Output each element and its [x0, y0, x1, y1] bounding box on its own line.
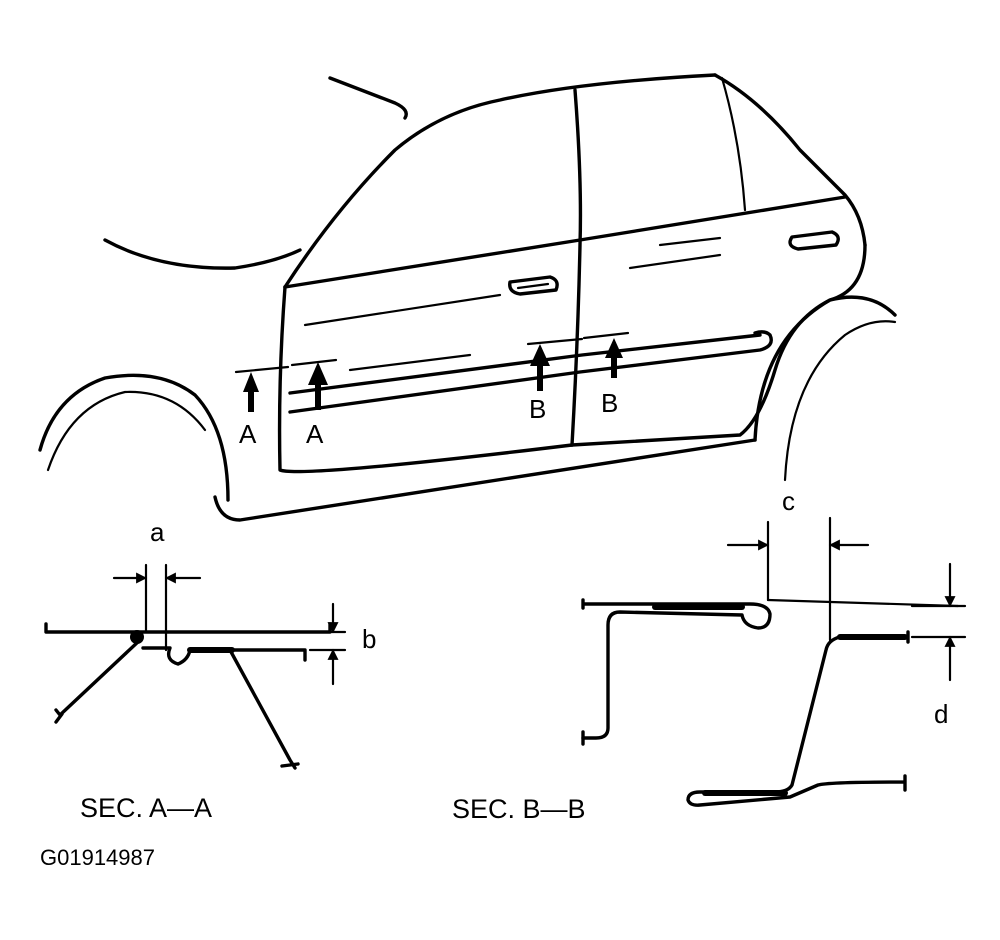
dimension-c-label: c — [782, 486, 795, 516]
dimension-b-label: b — [362, 624, 376, 654]
section-a-marker-1: A — [234, 365, 290, 449]
front-wheel-arch-inner — [46, 390, 207, 472]
car-side-view: A A B B — [38, 73, 897, 522]
section-aa-molding-tail — [230, 648, 307, 768]
front-fender-top — [103, 238, 302, 270]
section-a-label-1: A — [239, 419, 257, 449]
hood-outline — [328, 76, 408, 120]
rear-door-crease — [628, 253, 722, 270]
section-b-marker-1: B — [526, 337, 584, 424]
front-door-outline — [277, 285, 574, 474]
section-a-label-2: A — [306, 419, 324, 449]
section-aa-detail: a b SEC. A—A — [44, 517, 376, 823]
section-aa-body-panel — [44, 622, 332, 634]
dimension-a: a — [112, 517, 202, 652]
side-molding-lower — [288, 330, 773, 414]
rocker-panel — [213, 438, 757, 522]
section-b-label-1: B — [529, 394, 546, 424]
front-door-handle — [508, 275, 559, 296]
dimension-d-label: d — [934, 699, 948, 729]
dimension-d: d — [910, 562, 967, 729]
dimension-c: c — [726, 486, 870, 642]
section-bb-detail: c d SEC. B—B — [452, 486, 967, 824]
figure-id: G01914987 — [40, 845, 155, 870]
section-bb-body-panel — [581, 598, 772, 740]
section-bb-caption: SEC. B—B — [452, 794, 586, 824]
section-aa-molding — [141, 646, 297, 770]
dimension-a-label: a — [150, 517, 165, 547]
section-aa-caption: SEC. A—A — [80, 793, 212, 823]
rear-wheel-arch — [753, 295, 897, 442]
front-door-handle-grip — [516, 282, 550, 290]
front-wheel-arch — [38, 373, 230, 502]
front-door-crease — [303, 293, 502, 327]
rear-door-upper-crease — [658, 236, 722, 247]
front-door-lower-crease — [348, 353, 472, 372]
dimension-b: b — [308, 602, 376, 686]
b-pillar — [570, 88, 583, 447]
side-molding-upper — [288, 333, 762, 395]
section-aa-fastener — [130, 630, 144, 644]
section-a-marker-2: A — [290, 358, 338, 449]
front-door-window-frame — [283, 73, 717, 289]
belt-line — [283, 195, 847, 289]
c-pillar — [720, 76, 747, 212]
section-aa-inner-panel — [54, 638, 142, 724]
section-b-marker-2: B — [582, 331, 630, 418]
rear-door-handle — [788, 230, 840, 251]
section-bb-molding — [686, 630, 910, 807]
rear-wheel-arch-inner — [783, 320, 897, 482]
roof-line — [713, 73, 867, 247]
section-b-label-2: B — [601, 388, 618, 418]
